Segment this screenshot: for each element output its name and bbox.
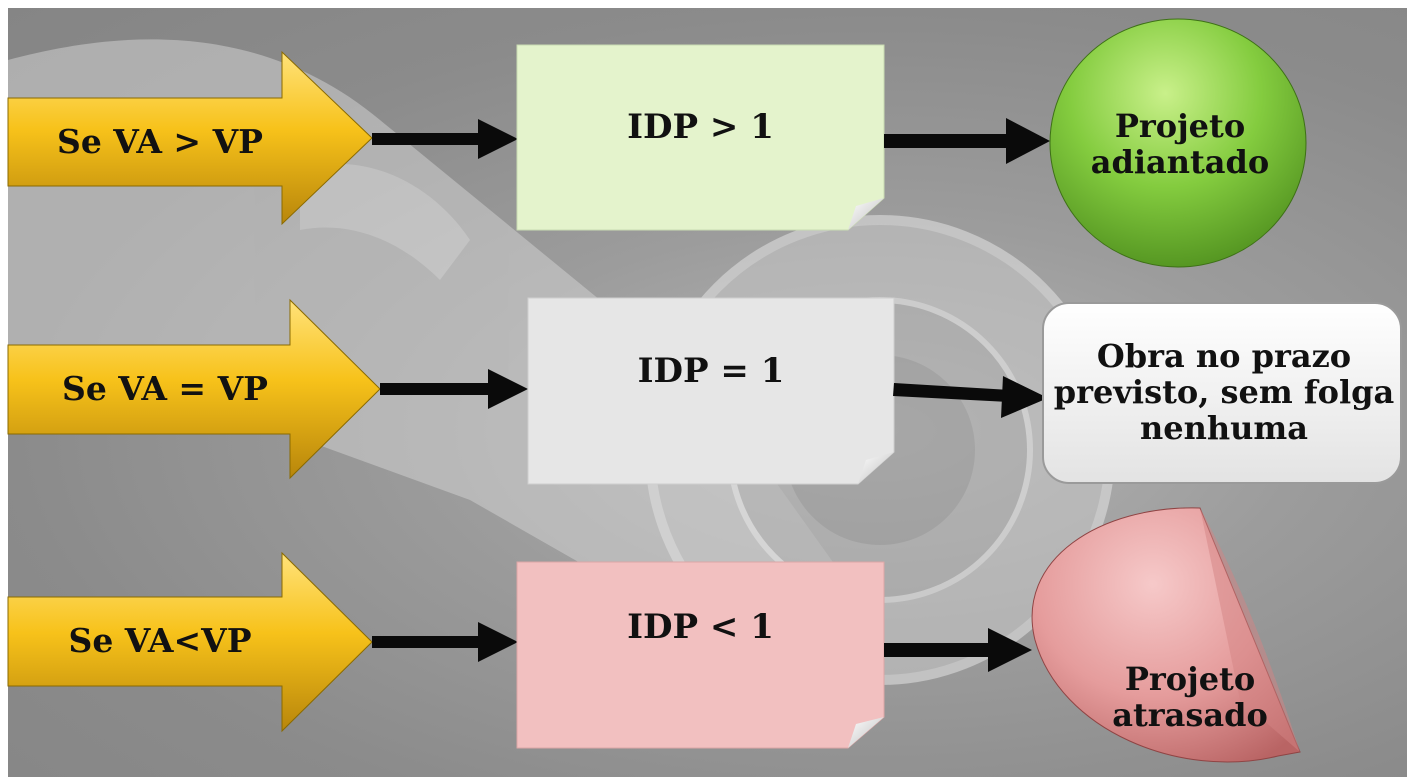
outcome-label-3: Projeto atrasado (1112, 660, 1268, 734)
index-box-2 (527, 297, 895, 485)
outcome-box-2 (1042, 302, 1402, 484)
connector-arrow-1a (372, 119, 518, 159)
connector-arrow-2a (380, 369, 528, 409)
condition-label-1: Se VA > VP (56, 121, 263, 161)
condition-arrow-1 (7, 50, 373, 226)
condition-arrow-2 (7, 298, 381, 480)
connector-arrow-3a (372, 622, 518, 662)
condition-label-3: Se VA<VP (68, 621, 252, 661)
index-box-1 (516, 44, 885, 231)
index-label-1: IDP > 1 (627, 107, 774, 147)
connector-arrow-2b (893, 376, 1048, 418)
index-box-3 (516, 561, 885, 749)
condition-arrow-3 (7, 551, 373, 733)
connector-arrow-1b (884, 118, 1050, 164)
index-label-3: IDP < 1 (627, 607, 774, 647)
index-label-2: IDP = 1 (637, 351, 785, 391)
condition-label-2: Se VA = VP (61, 369, 268, 409)
wrench-shape (8, 39, 860, 681)
connector-arrow-3b (884, 628, 1032, 672)
outcome-label-1: Projeto adiantado (1090, 107, 1270, 181)
outcome-circle-3 (1031, 507, 1301, 763)
outcome-label-2: Obra no prazo previsto, sem folga nenhum… (1053, 337, 1395, 447)
outcome-circle-1 (1049, 18, 1307, 268)
